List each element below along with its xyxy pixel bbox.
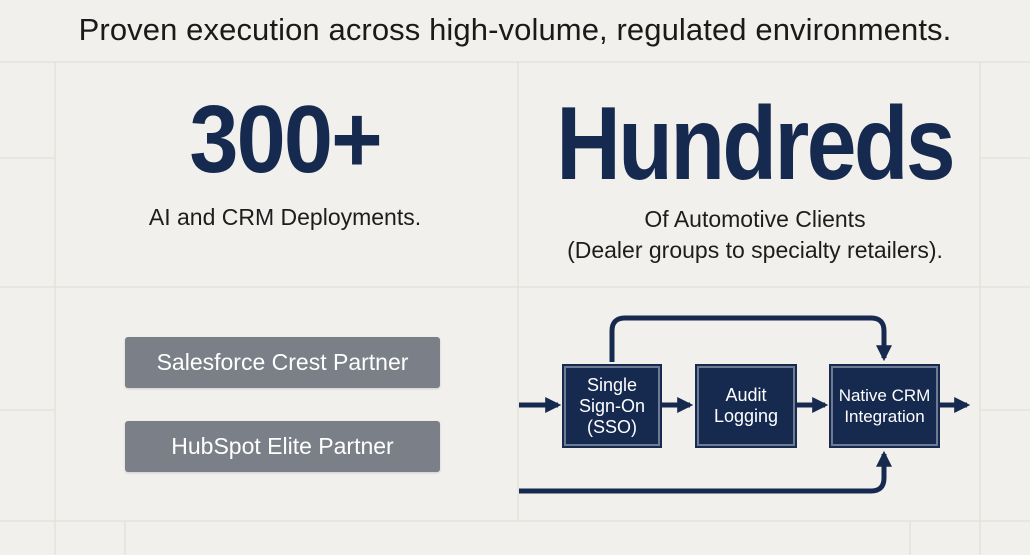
stat-automotive-clients: Hundreds Of Automotive Clients (Dealer g…: [520, 92, 990, 266]
hubspot-partner-badge: HubSpot Elite Partner: [125, 421, 440, 472]
flow-node-native-crm-integration-label: Native CRM Integration: [838, 386, 931, 426]
stat-automotive-clients-number: Hundreds: [556, 86, 956, 202]
stat-automotive-clients-line-2: (Dealer groups to specialty retailers).: [567, 237, 943, 263]
stat-deployments-description: AI and CRM Deployments.: [148, 204, 422, 230]
stat-automotive-clients-description: Of Automotive Clients (Dealer groups to …: [520, 204, 990, 266]
flow-node-audit-logging: Audit Logging: [695, 364, 797, 448]
page-headline: Proven execution across high-volume, reg…: [78, 12, 952, 47]
arrow-top-bypass: [609, 315, 893, 362]
arrow-bottom-bypass: [519, 450, 893, 494]
flow-node-sso: Single Sign-On (SSO): [562, 364, 662, 448]
salesforce-partner-badge: Salesforce Crest Partner: [125, 337, 440, 388]
flow-node-sso-label: Single Sign-On (SSO): [578, 374, 646, 437]
flow-node-native-crm-integration: Native CRM Integration: [829, 364, 940, 448]
stat-deployments-number: 300+: [189, 86, 382, 193]
flow-node-audit-logging-label: Audit Logging: [713, 385, 779, 426]
stat-automotive-clients-line-1: Of Automotive Clients: [644, 206, 866, 232]
stat-deployments: 300+ AI and CRM Deployments.: [90, 92, 480, 233]
